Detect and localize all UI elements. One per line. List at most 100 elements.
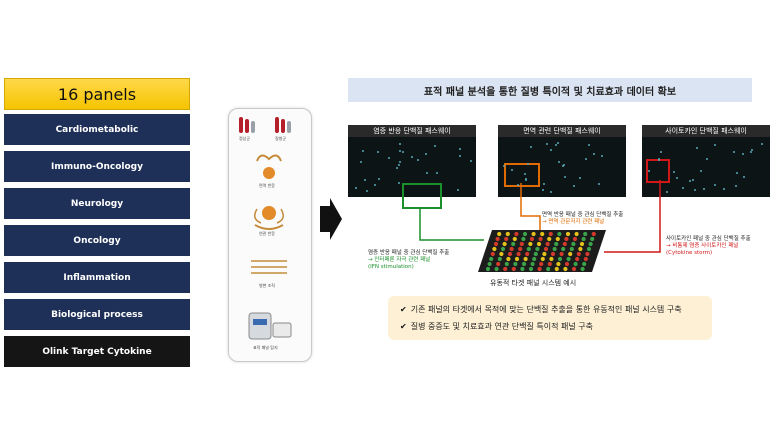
summary-box: ✔기존 패널의 타겟에서 목적에 맞는 단백질 추출을 통한 유동적인 패널 시…: [388, 296, 712, 340]
pathway-node: [364, 178, 367, 181]
pathway-node: [435, 172, 438, 175]
pathway-node: [672, 171, 675, 174]
plate-well: [493, 241, 499, 247]
pathway-node: [742, 153, 745, 156]
plate-well: [562, 241, 567, 247]
plate-well: [496, 261, 501, 267]
pathway-node: [456, 188, 459, 191]
sample-tubes-disease-icon: [275, 117, 291, 133]
plate-well: [545, 241, 550, 247]
plate-well: [518, 246, 523, 252]
plate-well: [503, 266, 508, 272]
plate-well: [572, 236, 578, 242]
plate-well: [550, 251, 556, 257]
check-icon: ✔: [400, 322, 407, 331]
pathway-node: [524, 178, 527, 181]
panel-item-olink-target-cytokine: Olink Target Cytokine: [4, 336, 190, 367]
plate-well: [571, 266, 577, 272]
plate-well: [576, 251, 581, 257]
pathway-node: [374, 184, 377, 187]
plate-well: [532, 256, 537, 262]
pathway-node: [378, 178, 380, 181]
pathway-node: [681, 187, 684, 190]
plate-well: [547, 261, 552, 267]
plate-well: [531, 231, 536, 237]
annotation-cytokine: 사이토카인 패널 중 관심 단백질 추출 → 비통제 염증 사이토카인 패널 (…: [666, 236, 751, 256]
plate-well: [507, 251, 513, 257]
panels-header: 16 panels: [4, 78, 190, 110]
plate-well: [579, 241, 585, 247]
pathway-node: [695, 146, 698, 149]
proximity-extension-icon: [254, 206, 284, 230]
pathway-node: [395, 167, 398, 170]
plate-well: [565, 231, 571, 237]
plate-well: [536, 241, 542, 247]
plate-caption: 유동적 타겟 패널 시스템 예시: [490, 279, 577, 287]
assay-illustration: [239, 117, 292, 340]
plate-well: [505, 231, 510, 237]
pathway-title: 사이토카인 단백질 패스웨이: [642, 125, 770, 137]
pathway-node: [398, 150, 401, 153]
pathway-node: [705, 158, 708, 161]
plate-well: [489, 256, 494, 262]
pathway-node: [692, 178, 695, 181]
pathway-node: [648, 170, 651, 173]
plate-well: [588, 241, 593, 247]
label-immune-response: 면역 반응: [259, 183, 275, 188]
pathway-node: [660, 151, 663, 154]
label-lesion-tissue: 병변 조직: [259, 283, 275, 288]
plate-well: [590, 236, 595, 242]
pathway-node: [760, 143, 763, 146]
summary-item: ✔기존 패널의 타겟에서 목적에 맞는 단백질 추출을 통한 유동적인 패널 시…: [400, 305, 682, 314]
panel-item-cardiometabolic: Cardiometabolic: [4, 114, 190, 145]
pathway-node: [417, 159, 420, 162]
plate-well: [543, 246, 549, 252]
plate-well: [539, 261, 544, 267]
plate-well: [511, 266, 516, 272]
pathway-node: [397, 181, 400, 184]
pathway-node: [399, 161, 402, 164]
plate-well: [569, 246, 574, 252]
plate-well: [514, 231, 519, 237]
pathway-immune: 면역 관련 단백질 패스웨이: [498, 125, 626, 197]
pathway-node: [360, 161, 363, 164]
pathway-node: [426, 172, 429, 175]
summary-item: ✔질병 중증도 및 치료효과 연관 단백질 특이적 패널 구축: [400, 322, 593, 331]
plate-well: [492, 246, 497, 252]
highlight-orange: [504, 163, 540, 187]
pathway-node: [723, 188, 726, 191]
pathway-node: [592, 152, 595, 155]
pathway-node: [469, 159, 472, 162]
pathway-node: [510, 168, 513, 171]
plate-well: [523, 256, 528, 262]
pathway-node: [425, 153, 428, 155]
pathway-node: [410, 155, 413, 158]
annotation-inflammation: 염증 반응 패널 중 관심 단백질 추출 → 인터페론 자극 관련 패널 (IF…: [368, 250, 450, 270]
plate-well: [591, 231, 596, 237]
plate-well: [512, 236, 517, 242]
pathway-node: [523, 172, 526, 175]
pathway-node: [526, 162, 529, 165]
plate-well: [573, 261, 578, 267]
plate-well: [568, 251, 573, 257]
plate-well: [542, 251, 547, 257]
plate-well: [485, 266, 491, 272]
pathway-node: [458, 155, 461, 158]
plate-well: [548, 231, 553, 237]
plate-well: [521, 236, 526, 242]
plate-well: [521, 261, 527, 267]
pathway-node: [584, 157, 587, 160]
pathway-node: [693, 188, 696, 191]
pathway-node: [543, 183, 546, 186]
pathway-title: 면역 관련 단백질 패스웨이: [498, 125, 626, 137]
label-target-panel-detection: 표적 패널 탐지: [253, 345, 278, 350]
pathway-node: [563, 163, 566, 166]
plate-well: [561, 246, 566, 252]
plate-well: [499, 251, 504, 257]
pathway-node: [572, 184, 575, 187]
pathway-node: [561, 164, 564, 167]
plate-well: [533, 251, 538, 257]
pathway-node: [666, 190, 669, 193]
pathway-node: [736, 171, 739, 174]
pathway-node: [554, 144, 557, 147]
